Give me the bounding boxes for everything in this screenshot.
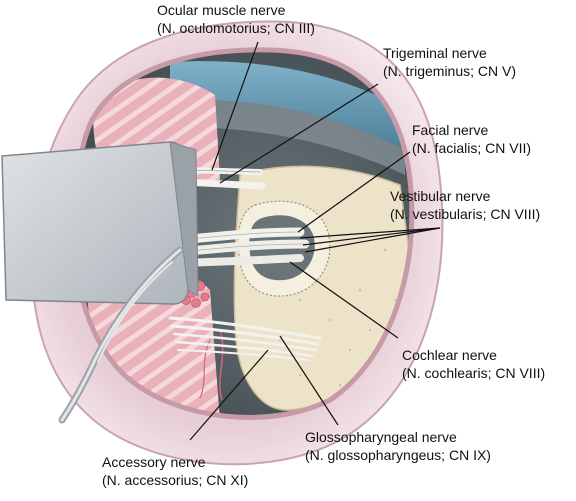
label-latin: (N. trigeminus; CN V)	[383, 63, 517, 79]
label-vestibular-nerve: Vestibular nerve (N. vestibularis; CN VI…	[390, 187, 540, 223]
leader-trigeminal	[219, 83, 379, 184]
suction-instrument	[58, 246, 184, 424]
label-name: Trigeminal nerve	[383, 45, 487, 61]
brain-retractor	[1, 141, 199, 305]
bone-texture	[264, 248, 396, 387]
leader-vestibular-1	[299, 227, 441, 239]
label-name: Glossopharyngeal nerve	[305, 429, 457, 445]
label-latin: (N. vestibularis; CN VIII)	[390, 206, 541, 222]
label-name: Vestibular nerve	[390, 188, 491, 204]
dura-band	[170, 61, 405, 150]
label-ocular-muscle-nerve: Ocular muscle nerve (N. oculomotorius; C…	[157, 1, 315, 37]
label-glossopharyngeal-nerve: Glossopharyngeal nerve (N. glossopharyng…	[305, 428, 491, 464]
leader-vestibular-3	[304, 227, 441, 253]
leader-ocular	[211, 41, 259, 171]
label-latin: (N. facialis; CN VII)	[412, 140, 532, 156]
leader-vestibular-2	[302, 227, 441, 246]
leader-cochlear	[289, 261, 399, 339]
label-name: Facial nerve	[412, 122, 489, 138]
upper-nerves	[181, 167, 266, 190]
lower-cranial-nerves	[168, 316, 322, 361]
label-facial-nerve: Facial nerve (N. facialis; CN VII)	[412, 121, 531, 157]
leader-accessory	[189, 349, 269, 441]
leader-facial	[297, 151, 411, 233]
label-latin: (N. accessorius; CN XI)	[102, 472, 249, 488]
label-name: Accessory nerve	[102, 454, 206, 470]
label-latin: (N. oculomotorius; CN III)	[157, 20, 315, 36]
leader-lines	[189, 41, 441, 441]
label-accessory-nerve: Accessory nerve (N. accessorius; CN XI)	[102, 453, 248, 489]
leader-glossopharyngeal	[279, 335, 339, 426]
label-cochlear-nerve: Cochlear nerve (N. cochlearis; CN VIII)	[402, 346, 545, 382]
label-trigeminal-nerve: Trigeminal nerve (N. trigeminus; CN V)	[383, 44, 516, 80]
label-latin: (N. glossopharyngeus; CN IX)	[305, 447, 491, 463]
label-name: Cochlear nerve	[402, 347, 497, 363]
label-latin: (N. cochlearis; CN VIII)	[402, 365, 546, 381]
label-name: Ocular muscle nerve	[157, 2, 286, 18]
